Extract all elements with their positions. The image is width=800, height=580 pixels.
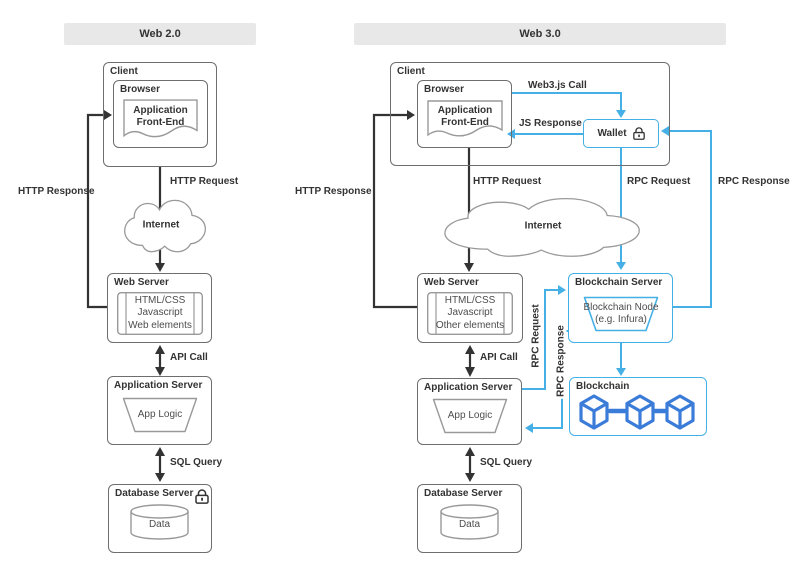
database-server-label-web2: Database Server [115,488,194,499]
web-server-box-web2: Web Server [107,273,212,343]
manual-operation-shape [432,398,508,434]
application-server-label-web3: Application Server [424,382,513,393]
blockchain-server-to-blockchain-arrow [616,343,626,376]
app-logic-web2: App Logic [122,397,198,433]
web2-header-label: Web 2.0 [139,28,181,40]
application-front-end-web3: Application Front-End [427,100,503,140]
data-cylinder-web2: Data [130,504,189,540]
lock-icon [195,489,209,504]
rpc-request-label-wallet: RPC Request [627,176,691,187]
web-server-box-web3: Web Server [417,273,523,343]
client-box-web3: Client [390,62,670,166]
application-server-box-web2: Application Server [107,376,212,445]
sql-query-arrow-web2 [155,447,165,482]
blockchain-node-shape: Blockchain Node (e.g. Infura) [583,296,659,332]
http-response-arrow-web2 [86,110,112,309]
web3js-call-arrow [512,92,626,118]
wallet-inner: Wallet [584,120,658,147]
document-shape [427,100,503,137]
web3js-call-label: Web3.js Call [528,80,587,91]
wallet-box: Wallet [583,119,659,148]
sql-query-label-web2: SQL Query [170,457,223,468]
rpc-response-label-wallet: RPC Response [718,176,790,187]
cube-chain-icon [579,394,695,430]
client-box-web2: Client [103,62,217,167]
http-response-label-web3: HTTP Response [295,186,372,197]
internet-cloud-web2 [125,200,206,251]
document-shape [123,99,198,138]
api-call-arrow-web3 [465,345,475,377]
web-server-content-text-web3: HTML/CSS Javascript Other elements [435,294,505,331]
web-server-content-web2: HTML/CSS Javascript Web elements [117,292,203,335]
http-request-label-web2: HTTP Request [170,176,239,187]
browser-box-web3: Browser [417,80,512,148]
lock-icon [632,127,645,140]
browser-box-web2: Browser [113,80,208,148]
http-request-label-web3: HTTP Request [473,176,542,187]
sql-query-label-web3: SQL Query [480,457,533,468]
app-logic-text-web3: App Logic [447,409,493,421]
application-front-end-web2: Application Front-End [123,99,198,141]
cylinder-shape [130,504,189,540]
api-call-arrow-web2 [155,345,165,376]
application-server-box-web3: Application Server [417,378,522,445]
wallet-label: Wallet [597,128,627,139]
browser-label-web2: Browser [120,84,161,95]
data-text-web2: Data [148,519,171,531]
js-response-label: JS Response [519,118,582,129]
blockchain-box: Blockchain [569,377,707,436]
web-server-content-web3: HTML/CSS Javascript Other elements [427,292,513,335]
application-front-end-text: Application Front-End [437,104,493,129]
browser-label-web3: Browser [424,84,465,95]
predefined-process-shape [117,292,203,335]
manual-operation-shape [583,296,659,332]
internet-label-web3: Internet [524,220,562,232]
cylinder-shape [440,504,499,540]
blockchain-node-text: Blockchain Node (e.g. Infura) [583,302,659,325]
internet-cloud-web3 [445,199,639,257]
app-logic-web3: App Logic [432,398,508,434]
api-call-label-web3: API Call [480,352,518,363]
database-server-box-web3: Database Server [417,484,522,553]
rpc-request-label-appserver: RPC Request [530,302,542,370]
api-call-label-web2: API Call [170,352,208,363]
web-server-content-text-web2: HTML/CSS Javascript Web elements [128,294,192,331]
rpc-response-wallet-arrow [661,126,712,308]
web3-header: Web 3.0 [354,23,726,45]
database-server-label-web3: Database Server [424,488,503,499]
http-response-label-web2: HTTP Response [18,186,95,197]
predefined-process-shape [427,292,513,335]
internet-label-web2: Internet [142,219,180,231]
data-text-web3: Data [458,519,481,531]
rpc-response-label-appserver: RPC Response [555,323,567,399]
web2-header: Web 2.0 [64,23,256,45]
application-front-end-text: Application Front-End [133,104,188,129]
manual-operation-shape [122,397,198,433]
web-server-label-web2: Web Server [114,277,169,288]
data-cylinder-web3: Data [440,504,499,540]
application-server-label-web2: Application Server [114,380,203,391]
blockchain-server-label: Blockchain Server [575,277,663,288]
database-server-box-web2: Database Server [108,484,212,553]
rpc-request-appserver-arrow [522,285,566,390]
client-label-web2: Client [110,66,138,77]
blockchain-label: Blockchain [576,381,630,392]
sql-query-arrow-web3 [465,447,475,482]
client-label-web3: Client [397,66,425,77]
app-logic-text-web2: App Logic [137,408,183,420]
web3-header-label: Web 3.0 [519,28,561,40]
web-server-label-web3: Web Server [424,277,479,288]
rpc-request-wallet-arrow [616,148,626,270]
